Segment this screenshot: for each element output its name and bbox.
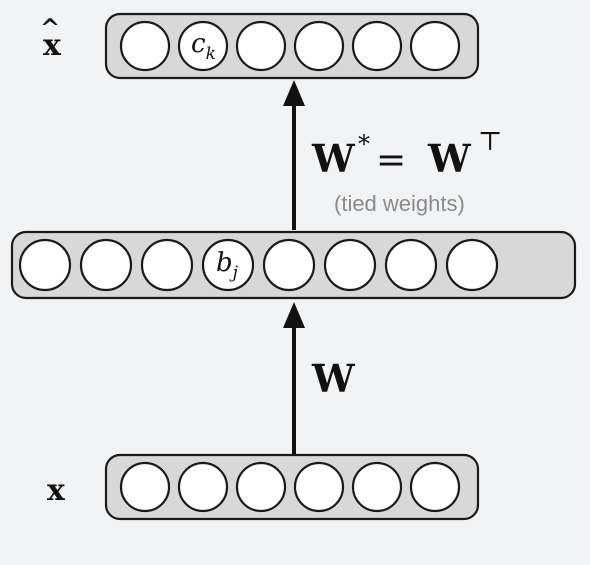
output-layer: ck (104, 12, 480, 80)
input-neuron (409, 461, 461, 513)
output-neuron (293, 20, 345, 72)
output-neurons: ck (119, 20, 461, 72)
decoder-weight-rhs-superscript: ⊤ (478, 127, 502, 157)
hidden-bias-label: bj (216, 248, 239, 283)
hidden-neuron (18, 238, 72, 292)
encoder-arrow (283, 302, 305, 455)
hidden-neuron (201, 238, 255, 292)
hidden-neuron (262, 238, 316, 292)
output-neuron (235, 20, 287, 72)
hidden-neuron (140, 238, 194, 292)
hidden-neuron (445, 238, 499, 292)
output-neuron (351, 20, 403, 72)
input-neuron (351, 461, 403, 513)
output-bias-subscript: k (206, 44, 216, 64)
decoder-weight-rhs: W (427, 136, 472, 181)
hidden-neuron (323, 238, 377, 292)
decoder-weight-lhs-superscript: * (358, 130, 370, 158)
input-neuron (293, 461, 345, 513)
decoder-weight-equals: = (376, 140, 406, 181)
hidden-neuron (384, 238, 438, 292)
hidden-bias-symbol: b (216, 248, 233, 278)
output-neuron (119, 20, 171, 72)
input-label: x (47, 473, 66, 508)
output-neuron (409, 20, 461, 72)
decoder-weight-equation: W * = W ⊤ (tied weights) (311, 127, 502, 216)
encoder-arrow-head (283, 302, 305, 328)
output-bias-label: ck (191, 29, 216, 64)
hidden-bias-subscript: j (229, 263, 239, 283)
hidden-neuron (79, 238, 133, 292)
input-neuron (119, 461, 171, 513)
input-neuron (177, 461, 229, 513)
hidden-neurons: bj (18, 238, 499, 292)
input-layer (104, 453, 480, 521)
decoder-arrow-head (283, 80, 305, 106)
output-label-x: x (43, 28, 62, 63)
output-label-hat: ^ (40, 13, 60, 42)
output-bias-symbol: c (191, 29, 206, 59)
decoder-weight-lhs: W (311, 136, 356, 181)
output-neuron (177, 20, 229, 72)
output-label: ^ x (40, 13, 62, 63)
hidden-layer: bj (10, 230, 577, 300)
encoder-weight-label: W (311, 356, 356, 401)
input-neuron (235, 461, 287, 513)
tied-weights-note: (tied weights) (334, 191, 465, 216)
input-neurons (119, 461, 461, 513)
decoder-arrow (283, 80, 305, 230)
